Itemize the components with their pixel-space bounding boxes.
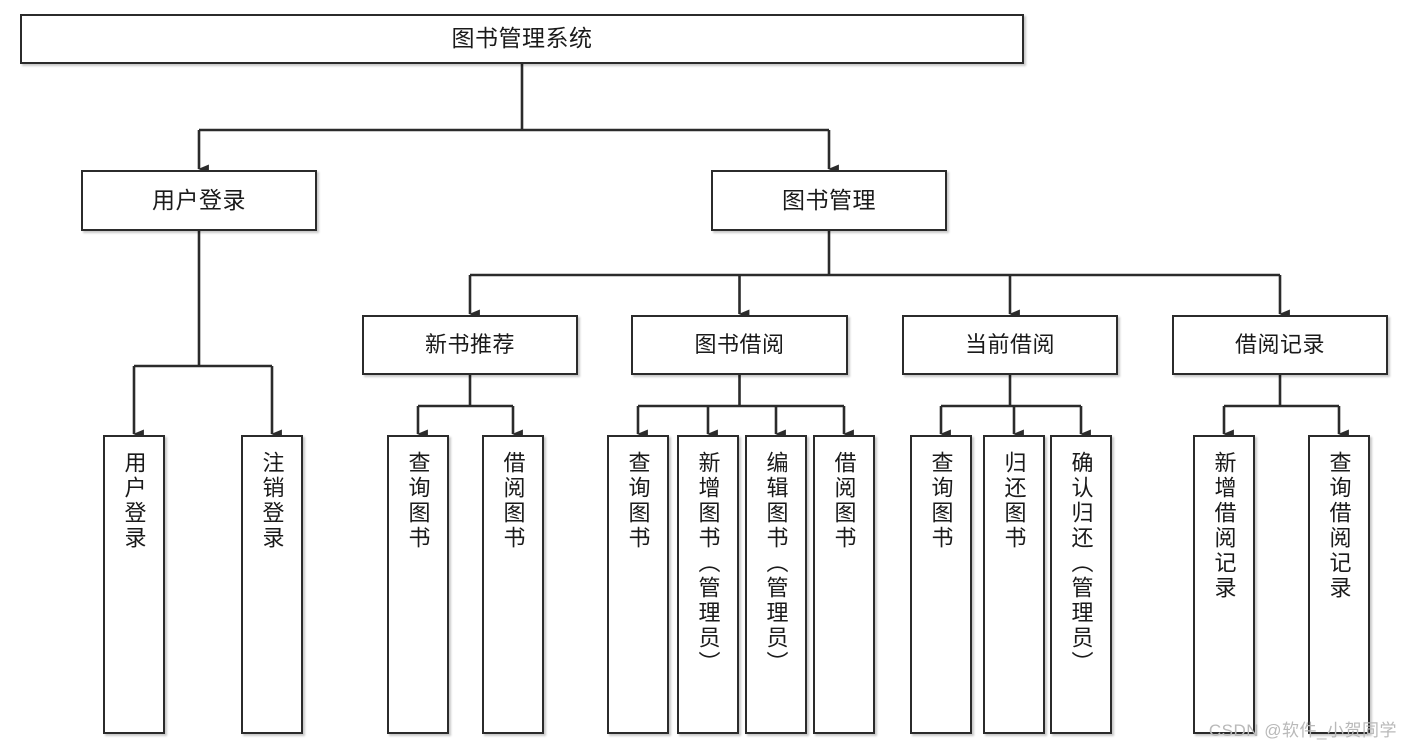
node-lf-bw-borrow[interactable]: 借阅图书 [813, 435, 875, 734]
node-lf-bw-edit[interactable]: 编辑图书（管理员） [745, 435, 807, 734]
node-label: 查询图书 [625, 451, 651, 551]
node-lf-cb-query[interactable]: 查询图书 [910, 435, 972, 734]
node-label: 查询图书 [928, 451, 954, 551]
node-label: 确认归还（管理员） [1068, 451, 1094, 676]
node-label: 借阅图书 [500, 451, 526, 551]
node-lf-nb-borrow[interactable]: 借阅图书 [482, 435, 544, 734]
node-label: 图书管理 [782, 186, 876, 213]
node-l3-newbook[interactable]: 新书推荐 [362, 315, 578, 375]
watermark-text: CSDN @软件_小贺同学 [1208, 721, 1397, 740]
node-label: 借阅图书 [831, 451, 857, 551]
node-label: 注销登录 [259, 451, 285, 551]
node-lf-userlogin[interactable]: 用户登录 [103, 435, 165, 734]
node-l3-borrow[interactable]: 图书借阅 [631, 315, 848, 375]
node-label: 新书推荐 [424, 331, 515, 357]
node-l3-current[interactable]: 当前借阅 [902, 315, 1118, 375]
node-label: 查询图书 [405, 451, 431, 551]
node-lf-cb-return[interactable]: 归还图书 [983, 435, 1045, 734]
node-label: 图书管理系统 [451, 25, 593, 52]
node-label: 用户登录 [121, 451, 147, 551]
node-label: 用户登录 [152, 186, 246, 213]
node-lf-logout[interactable]: 注销登录 [241, 435, 303, 734]
node-lf-bw-query[interactable]: 查询图书 [607, 435, 669, 734]
node-label: 图书借阅 [694, 331, 785, 357]
node-lf-rc-add[interactable]: 新增借阅记录 [1193, 435, 1255, 734]
node-label: 归还图书 [1001, 451, 1027, 551]
node-label: 编辑图书（管理员） [763, 451, 789, 676]
node-label: 当前借阅 [964, 331, 1055, 357]
node-label: 借阅记录 [1234, 331, 1325, 357]
node-root[interactable]: 图书管理系统 [20, 14, 1024, 64]
node-lf-rc-query[interactable]: 查询借阅记录 [1308, 435, 1370, 734]
node-lf-bw-add[interactable]: 新增图书（管理员） [677, 435, 739, 734]
node-label: 新增图书（管理员） [695, 451, 721, 676]
node-l2-bookmgmt[interactable]: 图书管理 [711, 170, 947, 231]
node-lf-nb-query[interactable]: 查询图书 [387, 435, 449, 734]
node-lf-cb-confirm[interactable]: 确认归还（管理员） [1050, 435, 1112, 734]
node-l2-login[interactable]: 用户登录 [81, 170, 317, 231]
node-l3-record[interactable]: 借阅记录 [1172, 315, 1388, 375]
node-label: 查询借阅记录 [1326, 451, 1352, 601]
node-label: 新增借阅记录 [1211, 451, 1237, 601]
